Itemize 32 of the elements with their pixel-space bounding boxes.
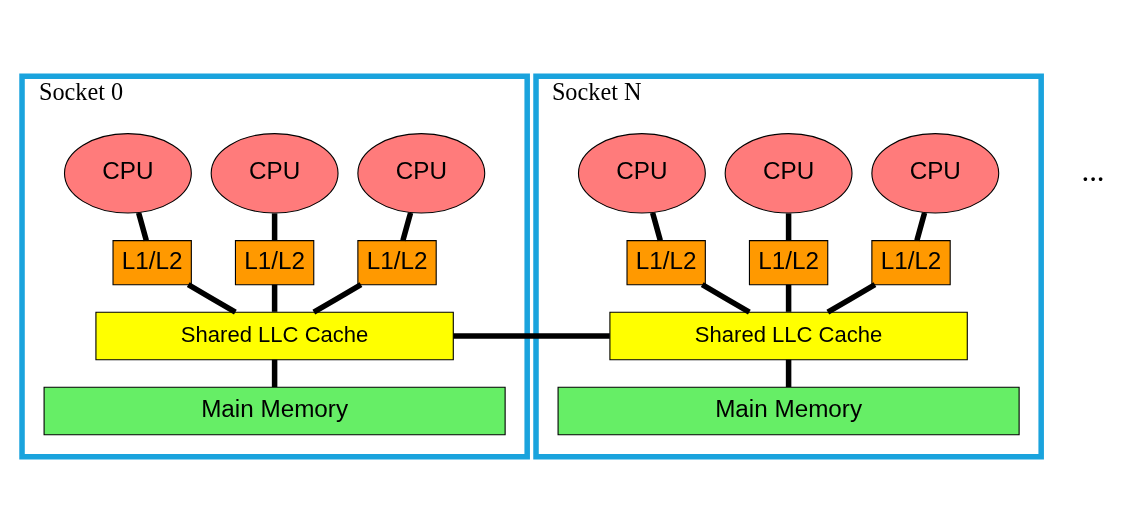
connector — [271, 212, 278, 240]
node-box: L1/L2 — [234, 239, 315, 285]
node-ellipse: CPU — [724, 132, 853, 214]
node-box: Shared LLC Cache — [95, 311, 454, 360]
connector — [649, 211, 663, 241]
node-box: L1/L2 — [112, 239, 192, 285]
connector — [785, 359, 792, 387]
connector — [271, 284, 278, 312]
node-ellipse: CPU — [577, 132, 706, 214]
connector — [785, 212, 792, 240]
connector — [914, 211, 928, 241]
connector — [186, 281, 237, 314]
connector — [271, 359, 278, 387]
node-ellipse: CPU — [63, 132, 192, 214]
connector — [785, 284, 792, 312]
label: ... — [1081, 152, 1105, 188]
node-box: Main Memory — [43, 386, 506, 435]
node-box: L1/L2 — [871, 239, 951, 285]
connector — [312, 281, 363, 314]
node-box: Shared LLC Cache — [609, 311, 968, 360]
node-box: L1/L2 — [748, 239, 829, 285]
connector — [826, 281, 877, 314]
connector — [400, 211, 414, 241]
connector — [135, 211, 149, 241]
node-ellipse: CPU — [871, 132, 1000, 214]
node-ellipse: CPU — [357, 132, 486, 214]
node-box: L1/L2 — [626, 239, 706, 285]
node-box: Main Memory — [557, 386, 1020, 435]
connector — [453, 332, 610, 339]
node-ellipse: CPU — [210, 132, 339, 214]
connector — [700, 281, 751, 314]
node-box: L1/L2 — [357, 239, 437, 285]
